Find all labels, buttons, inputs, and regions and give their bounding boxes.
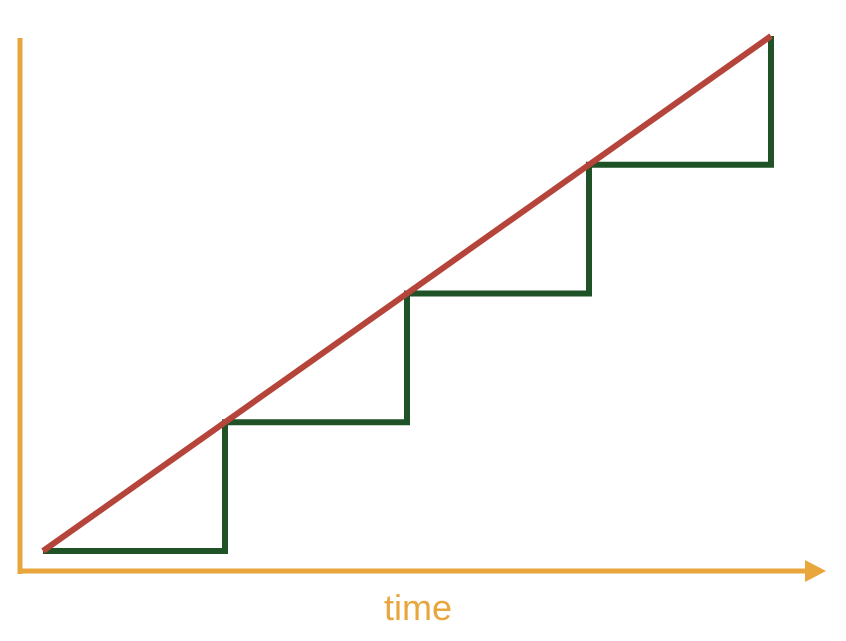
x-axis-arrow <box>805 560 826 582</box>
series-layer <box>41 33 774 554</box>
straight-series-line <box>41 33 773 554</box>
x-axis-label: time <box>384 587 452 628</box>
